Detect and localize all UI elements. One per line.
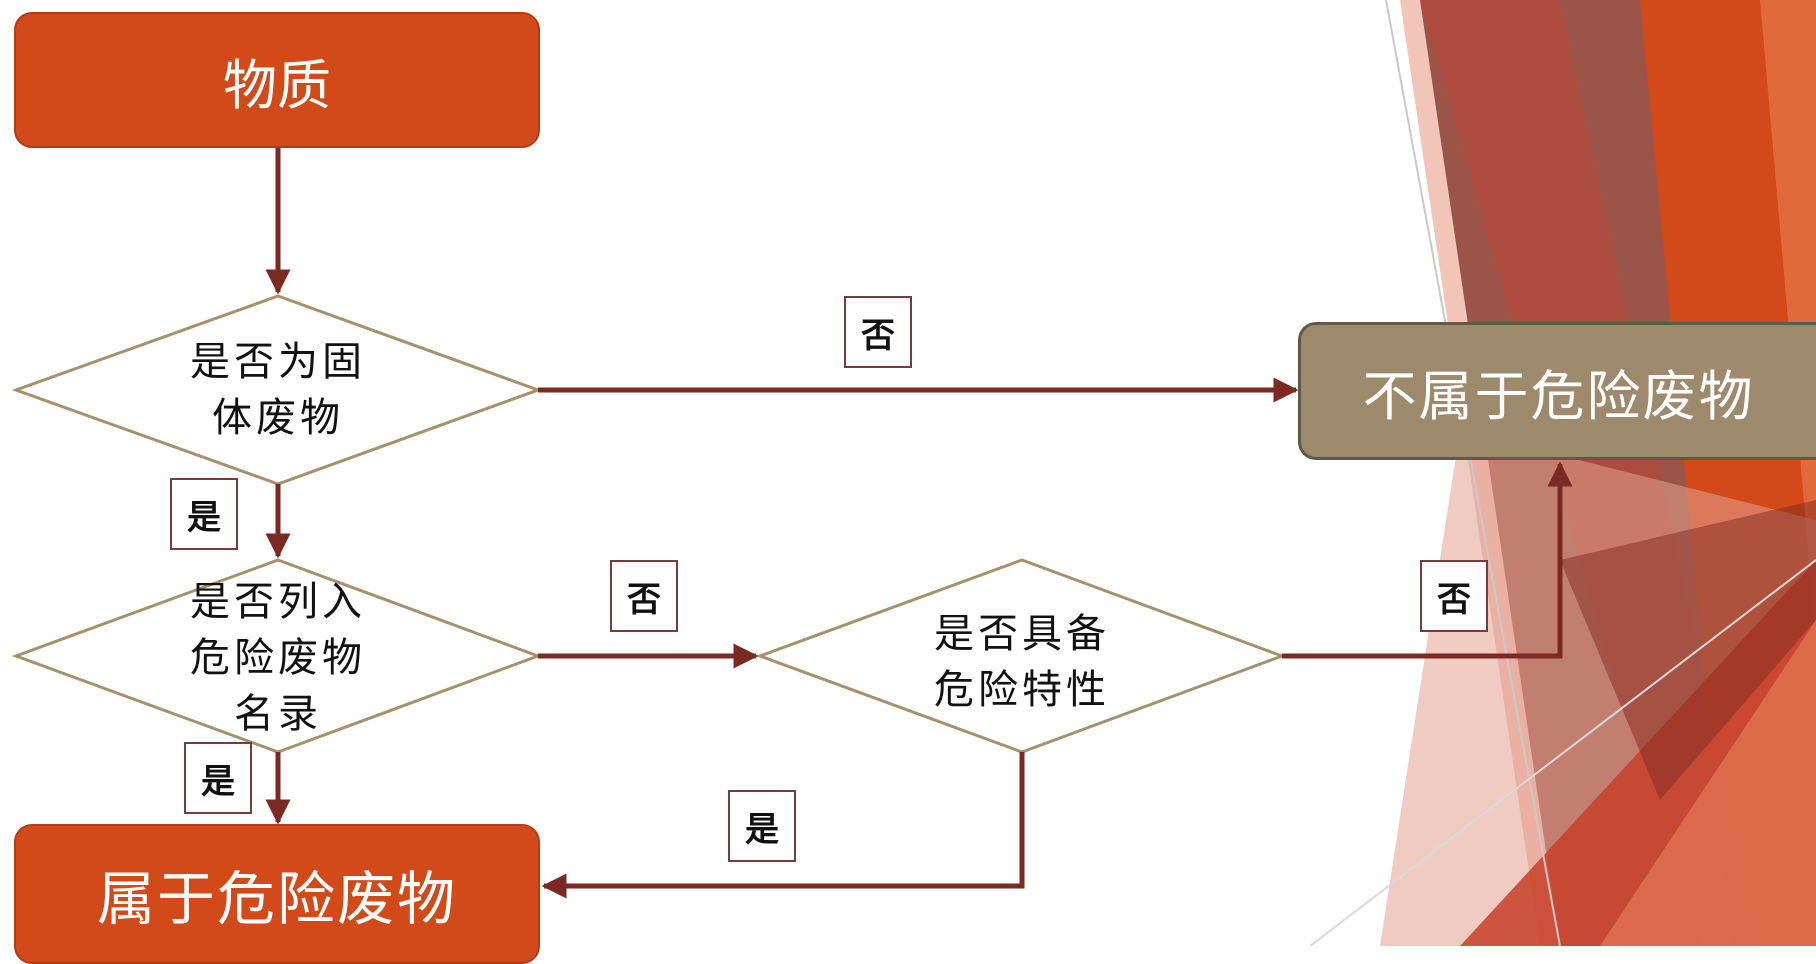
label-solid-yes-text: 是 <box>187 497 221 538</box>
hazardous-result-node: 属于危险废物 <box>14 824 540 964</box>
label-property-yes: 是 <box>728 790 796 862</box>
label-listed-no-text: 否 <box>627 579 661 620</box>
decision-listed-text: 是否列入危险废物名录 <box>170 574 386 742</box>
decor-triangle-8 <box>1600 620 1816 946</box>
decor-line-1 <box>1385 0 1561 946</box>
label-listed-no: 否 <box>610 560 678 632</box>
label-solid-no-text: 否 <box>861 315 895 356</box>
decision-solid-text: 是否为固体废物 <box>170 332 386 448</box>
decor-line-2 <box>1309 559 1816 946</box>
decor-triangle-4 <box>1760 0 1816 640</box>
decision-listed-label: 是否列入危险废物名录 <box>190 579 366 737</box>
arrow-property-no <box>1282 461 1573 659</box>
decision-property-text: 是否具备危险特性 <box>916 604 1128 720</box>
decor-triangle-9 <box>1560 500 1816 800</box>
start-node-label: 物质 <box>223 53 331 117</box>
label-property-no: 否 <box>1420 560 1488 632</box>
label-property-no-text: 否 <box>1437 579 1471 620</box>
start-node: 物质 <box>14 12 540 148</box>
decision-solid-label: 是否为固体废物 <box>190 339 366 441</box>
hazardous-result-label: 属于危险废物 <box>96 865 457 933</box>
not-hazardous-result-node: 不属于危险废物 <box>1298 322 1816 460</box>
not-hazardous-result-label: 不属于危险废物 <box>1362 364 1755 428</box>
label-listed-yes-text: 是 <box>201 761 235 802</box>
decision-property-label: 是否具备危险特性 <box>934 611 1110 713</box>
label-solid-no: 否 <box>844 296 912 368</box>
label-solid-yes: 是 <box>170 478 238 550</box>
label-property-yes-text: 是 <box>745 809 779 850</box>
arrow-property-yes <box>541 752 1025 899</box>
label-listed-yes: 是 <box>184 742 252 814</box>
